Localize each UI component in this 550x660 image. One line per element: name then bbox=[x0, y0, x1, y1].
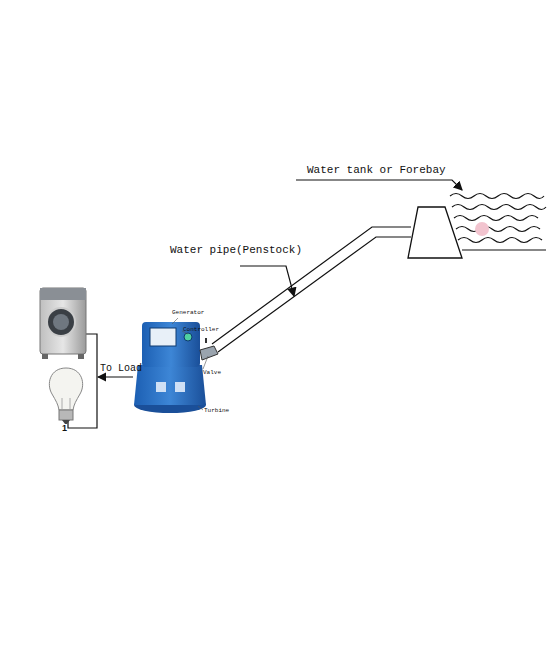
turbine-generator-unit bbox=[134, 322, 218, 413]
forebay-wall bbox=[408, 207, 462, 258]
part-name: Controller bbox=[183, 327, 219, 333]
part-name: Generator bbox=[172, 310, 204, 316]
light-bulb bbox=[49, 368, 82, 424]
load-label: To Load bbox=[100, 364, 142, 374]
forebay-label: Water tank or Forebay bbox=[307, 165, 446, 176]
part-name: Valve bbox=[203, 370, 221, 376]
part-name: Turbine bbox=[204, 408, 229, 414]
penstock-label: Water pipe(Penstock) bbox=[170, 245, 302, 256]
water-dot bbox=[475, 222, 489, 236]
callout-number: 1 bbox=[62, 424, 67, 433]
washing-machine bbox=[40, 288, 86, 359]
water-waves bbox=[450, 194, 546, 251]
